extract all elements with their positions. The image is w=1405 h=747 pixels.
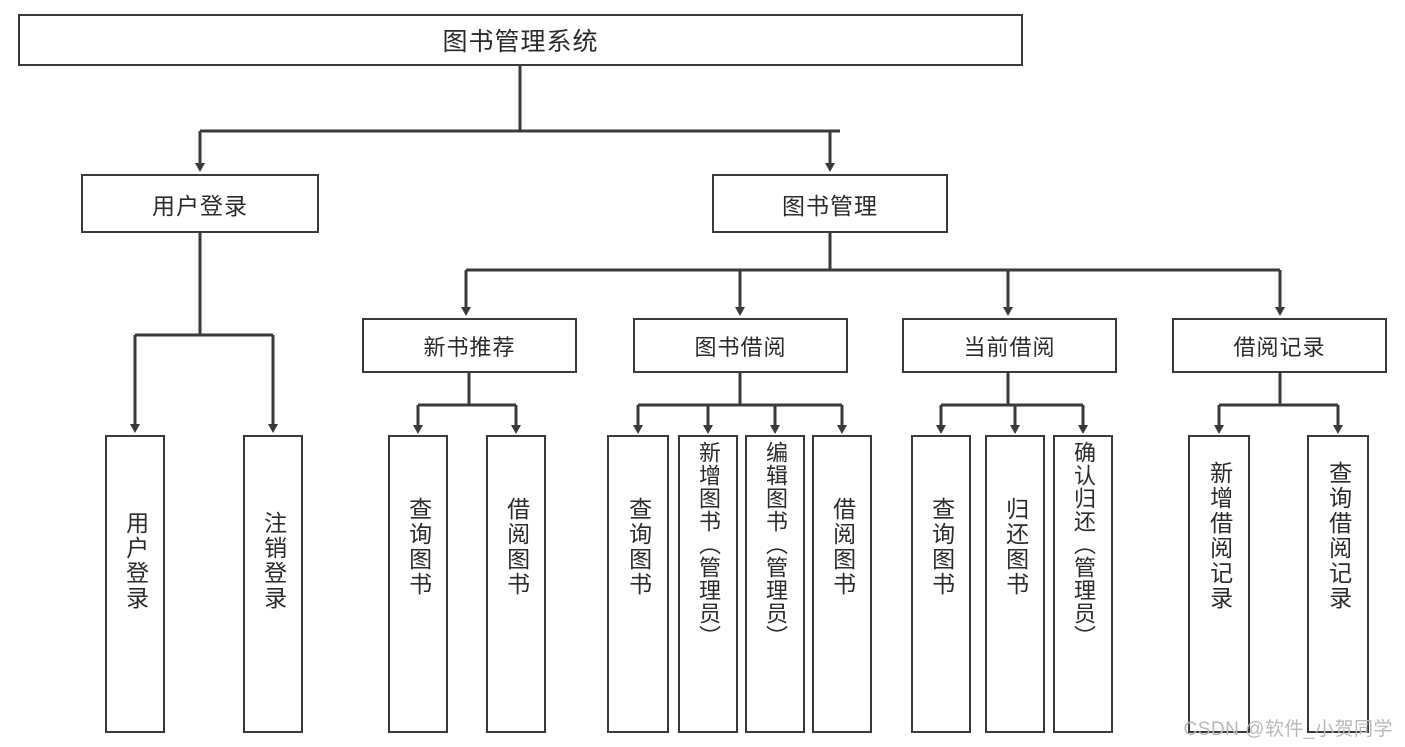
node-book-manage-label: 图书管理: [782, 192, 878, 219]
leaf-query-book-1[interactable]: 查询图书: [388, 435, 448, 733]
watermark: CSDN @软件_小贺同学: [1183, 719, 1393, 740]
leaf-confirm-return[interactable]: 确认归还（管理员）: [1053, 435, 1113, 733]
leaf-borrow-book-1-label: 借阅图书: [503, 497, 530, 597]
leaf-query-book-3-label: 查询图书: [928, 497, 955, 597]
leaf-borrow-book-1[interactable]: 借阅图书: [486, 435, 546, 733]
leaf-edit-book[interactable]: 编辑图书（管理员）: [745, 435, 805, 733]
node-book-manage[interactable]: 图书管理: [712, 174, 948, 233]
node-current-borrow-label: 当前借阅: [963, 334, 1056, 360]
leaf-edit-book-label: 编辑图书（管理员）: [762, 441, 788, 648]
leaf-user-login[interactable]: 用户登录: [105, 435, 165, 733]
leaf-confirm-return-label: 确认归还（管理员）: [1070, 441, 1096, 648]
leaf-user-login-label: 用户登录: [122, 511, 149, 611]
leaf-add-book-label: 新增图书（管理员）: [695, 441, 721, 648]
node-new-book-recommend-label: 新书推荐: [423, 334, 516, 360]
leaf-query-book-2[interactable]: 查询图书: [607, 435, 669, 733]
leaf-query-record[interactable]: 查询借阅记录: [1307, 435, 1369, 733]
leaf-logout[interactable]: 注销登录: [243, 435, 303, 733]
leaf-query-book-3[interactable]: 查询图书: [911, 435, 971, 733]
leaf-return-book-label: 归还图书: [1002, 497, 1029, 597]
node-new-book-recommend[interactable]: 新书推荐: [362, 318, 577, 373]
leaf-add-book[interactable]: 新增图书（管理员）: [678, 435, 738, 733]
leaf-query-book-1-label: 查询图书: [405, 497, 432, 597]
node-user-login-label: 用户登录: [152, 192, 248, 219]
node-book-borrow[interactable]: 图书借阅: [633, 318, 848, 373]
leaf-logout-label: 注销登录: [260, 511, 287, 611]
node-root-label: 图书管理系统: [442, 28, 599, 56]
leaf-borrow-book-2-label: 借阅图书: [829, 497, 856, 597]
leaf-query-record-label: 查询借阅记录: [1325, 461, 1352, 611]
leaf-return-book[interactable]: 归还图书: [985, 435, 1045, 733]
node-book-borrow-label: 图书借阅: [694, 334, 787, 360]
node-borrow-record[interactable]: 借阅记录: [1172, 318, 1387, 373]
node-user-login[interactable]: 用户登录: [81, 174, 319, 233]
node-root[interactable]: 图书管理系统: [18, 14, 1023, 66]
leaf-add-record[interactable]: 新增借阅记录: [1188, 435, 1250, 733]
node-borrow-record-label: 借阅记录: [1233, 334, 1326, 360]
leaf-add-record-label: 新增借阅记录: [1206, 461, 1233, 611]
leaf-query-book-2-label: 查询图书: [625, 497, 652, 597]
node-current-borrow[interactable]: 当前借阅: [902, 318, 1117, 373]
leaf-borrow-book-2[interactable]: 借阅图书: [812, 435, 872, 733]
